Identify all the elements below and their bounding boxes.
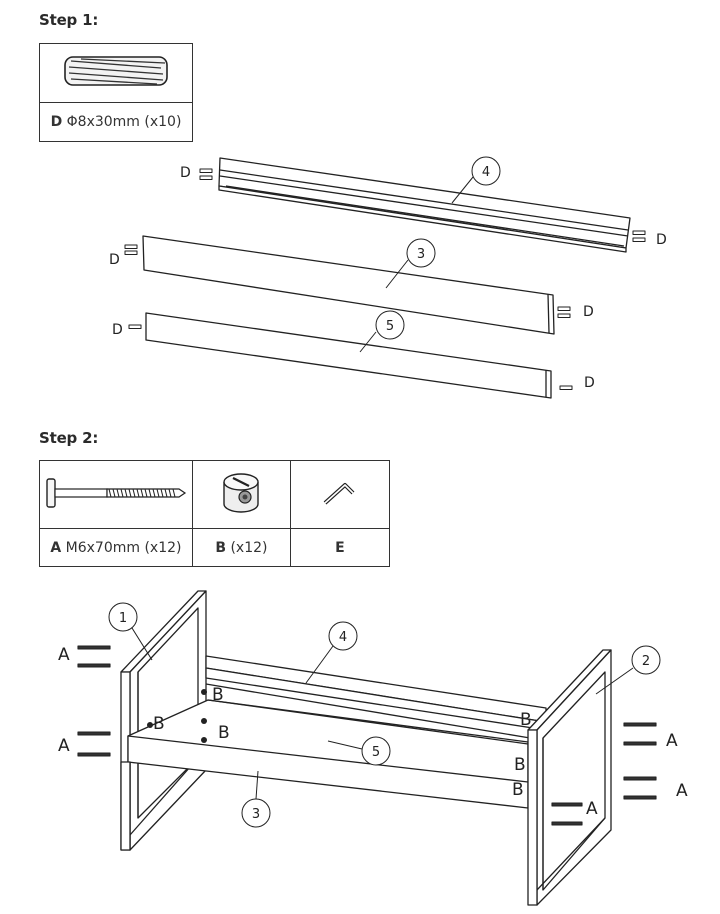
- label-a-4: A: [676, 781, 688, 801]
- label-a-5: A: [586, 799, 598, 819]
- step1-dowels: [124, 168, 646, 390]
- label-b-5: B: [514, 755, 526, 775]
- label-b-1: B: [212, 685, 224, 705]
- barrel-nut-spec-cell: B (x12): [191, 528, 291, 567]
- step1-title: Step 1:: [39, 11, 99, 29]
- callout-label-5b: 5: [372, 745, 380, 760]
- label-b-2: B: [153, 714, 165, 734]
- label-b-6: B: [512, 780, 524, 800]
- callout-label-1: 1: [119, 611, 127, 626]
- label-d-6: D: [584, 375, 595, 391]
- part-spec-a: M6x70mm (x12): [65, 539, 182, 556]
- step2-side-panel-2: [527, 649, 612, 906]
- label-a-1: A: [58, 645, 70, 665]
- callout-circle-5: [375, 310, 405, 340]
- allen-key-cell: [289, 460, 391, 529]
- step1-panel-5: [145, 312, 552, 399]
- part-letter-a: A: [50, 539, 62, 556]
- step2-nut-dots: [147, 689, 207, 743]
- allen-key-spec-cell: E: [289, 528, 391, 567]
- callout-circle-3: [406, 238, 436, 268]
- callout-label-4: 4: [482, 165, 490, 180]
- step2-bolts: [77, 645, 657, 826]
- label-b-3: B: [218, 723, 230, 743]
- label-a-3: A: [666, 731, 678, 751]
- step2-rail-4: [205, 655, 547, 739]
- callout-label-3b: 3: [252, 807, 260, 822]
- part-letter-d: D: [50, 114, 63, 130]
- step2-left-leg: [120, 761, 131, 851]
- dowel-spec-cell: D Φ8x30mm (x10): [39, 102, 193, 142]
- callout-label-2: 2: [642, 654, 650, 669]
- step2-title: Step 2:: [39, 429, 99, 447]
- part-letter-b: B: [215, 539, 226, 556]
- step2-parts-table: A M6x70mm (x12) B (x12) E: [39, 460, 391, 567]
- step1-panel-3: [142, 235, 555, 335]
- dowel-icon: [64, 56, 168, 86]
- bolt-icon: [46, 477, 187, 508]
- label-d-1: D: [180, 165, 191, 181]
- label-d-3: D: [109, 252, 120, 268]
- callout-label-5: 5: [386, 319, 394, 334]
- label-d-5: D: [112, 322, 123, 338]
- barrel-nut-cell: [191, 460, 291, 529]
- part-spec-b: (x12): [230, 539, 268, 556]
- step1-parts-table: D Φ8x30mm (x10): [39, 43, 193, 142]
- dowel-cell: [39, 43, 193, 103]
- callout-label-3: 3: [417, 247, 425, 262]
- part-spec-d: Φ8x30mm (x10): [66, 114, 182, 130]
- label-b-4: B: [520, 710, 532, 730]
- callout-circle-4b: [328, 621, 358, 651]
- step1-panel-4: [218, 157, 631, 253]
- callout-label-4b: 4: [339, 630, 347, 645]
- label-d-2: D: [656, 232, 667, 248]
- bolt-spec-cell: A M6x70mm (x12): [39, 528, 193, 567]
- label-d-4: D: [583, 304, 594, 320]
- barrel-nut-icon: [223, 472, 260, 513]
- callout-circle-5b: [361, 736, 391, 766]
- allen-key-icon: [323, 482, 355, 504]
- callout-circle-2: [631, 645, 661, 675]
- callout-circle-1: [108, 602, 138, 632]
- part-letter-e: E: [335, 539, 345, 556]
- label-a-2: A: [58, 736, 70, 756]
- callout-circle-4: [471, 156, 501, 186]
